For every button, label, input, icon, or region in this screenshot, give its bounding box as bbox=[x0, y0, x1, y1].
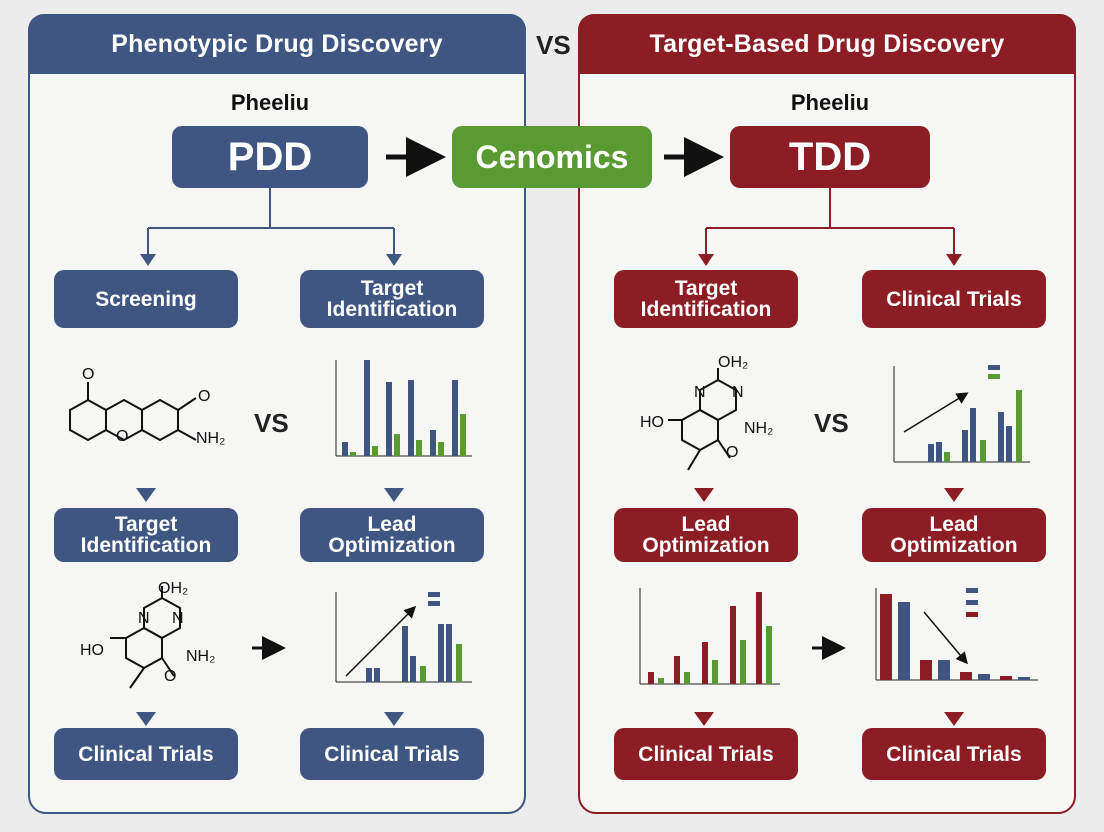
target-identification-line1: Target bbox=[114, 513, 178, 536]
molecule3-n-label: N bbox=[138, 610, 150, 627]
phenotypic-panel-title: Phenotypic Drug Discovery bbox=[28, 14, 526, 74]
chart-left-bottom bbox=[335, 592, 472, 683]
down-arrow-icon bbox=[136, 712, 156, 726]
lead-optimization-box-right-2: Lead Optimization bbox=[862, 508, 1046, 562]
lead-optimization-line2: Optimization bbox=[642, 534, 770, 557]
molecule2-oh2-label: OH₂ bbox=[718, 354, 749, 371]
molecule1-nh2-label: NH₂ bbox=[196, 430, 226, 447]
molecule1-o-label-2: O bbox=[198, 388, 211, 405]
genomics-box: Cenomics bbox=[452, 126, 652, 188]
vs-label-left: VS bbox=[254, 408, 289, 438]
target-identification-line2: Identification bbox=[80, 534, 212, 557]
down-arrow-icon bbox=[694, 488, 714, 502]
target-identification-box-top-right: Target Identification bbox=[614, 270, 798, 328]
lead-optimization-line2: Optimization bbox=[328, 534, 456, 557]
molecule3-oh2-label: OH₂ bbox=[158, 580, 189, 597]
molecule3-n-label-2: N bbox=[172, 610, 184, 627]
tdd-box: TDD bbox=[730, 126, 930, 188]
clinical-trials-box-right-1: Clinical Trials bbox=[614, 728, 798, 780]
down-arrow-icon bbox=[694, 712, 714, 726]
chart-right-bottom-right bbox=[875, 588, 1038, 681]
molecule3-nh2-label: NH₂ bbox=[186, 648, 216, 665]
molecule2-n-label-2: N bbox=[732, 384, 744, 401]
molecule3-ho-label: HO bbox=[80, 642, 104, 659]
down-arrow-icon bbox=[944, 488, 964, 502]
chart-right-top bbox=[893, 365, 1030, 463]
down-arrow-icon bbox=[944, 712, 964, 726]
lead-optimization-line2: Optimization bbox=[890, 534, 1018, 557]
molecule1-o-label-3: O bbox=[116, 428, 129, 445]
down-arrow-icon bbox=[384, 712, 404, 726]
left-subtitle: Pheeliu bbox=[230, 90, 310, 115]
clinical-trials-box-left-2: Clinical Trials bbox=[300, 728, 484, 780]
right-subtitle: Pheeliu bbox=[790, 90, 870, 115]
lead-optimization-box-left: Lead Optimization bbox=[300, 508, 484, 562]
target-based-panel-title: Target-Based Drug Discovery bbox=[578, 14, 1076, 74]
clinical-trials-box-left-1: Clinical Trials bbox=[54, 728, 238, 780]
target-identification-box-top-left: Target Identification bbox=[300, 270, 484, 328]
molecule1-o-label: O bbox=[82, 366, 95, 383]
chart-right-bottom-left bbox=[639, 588, 780, 685]
chart-left-top bbox=[335, 360, 472, 457]
molecule-structure-2 bbox=[668, 368, 737, 471]
molecule-structure-1 bbox=[69, 382, 197, 442]
screening-box: Screening bbox=[54, 270, 238, 328]
target-identification-box-left: Target Identification bbox=[54, 508, 238, 562]
pdd-box: PDD bbox=[172, 126, 368, 188]
molecule-structure-3 bbox=[110, 586, 181, 689]
down-arrow-icon bbox=[384, 488, 404, 502]
lead-optimization-line1: Lead bbox=[681, 513, 731, 536]
clinical-trials-box-top-right: Clinical Trials bbox=[862, 270, 1046, 328]
lead-optimization-line1: Lead bbox=[929, 513, 979, 536]
molecule3-o-label: O bbox=[164, 668, 177, 685]
molecule2-n-label: N bbox=[694, 384, 706, 401]
molecule2-nh2-label: NH₂ bbox=[744, 420, 774, 437]
lead-optimization-line1: Lead bbox=[367, 513, 417, 536]
molecule2-ho-label: HO bbox=[640, 414, 664, 431]
lead-optimization-box-right-1: Lead Optimization bbox=[614, 508, 798, 562]
clinical-trials-box-right-2: Clinical Trials bbox=[862, 728, 1046, 780]
vs-header-label: VS bbox=[536, 30, 571, 60]
vs-label-right: VS bbox=[814, 408, 849, 438]
down-arrow-icon bbox=[136, 488, 156, 502]
molecule2-o-label: O bbox=[726, 444, 739, 461]
